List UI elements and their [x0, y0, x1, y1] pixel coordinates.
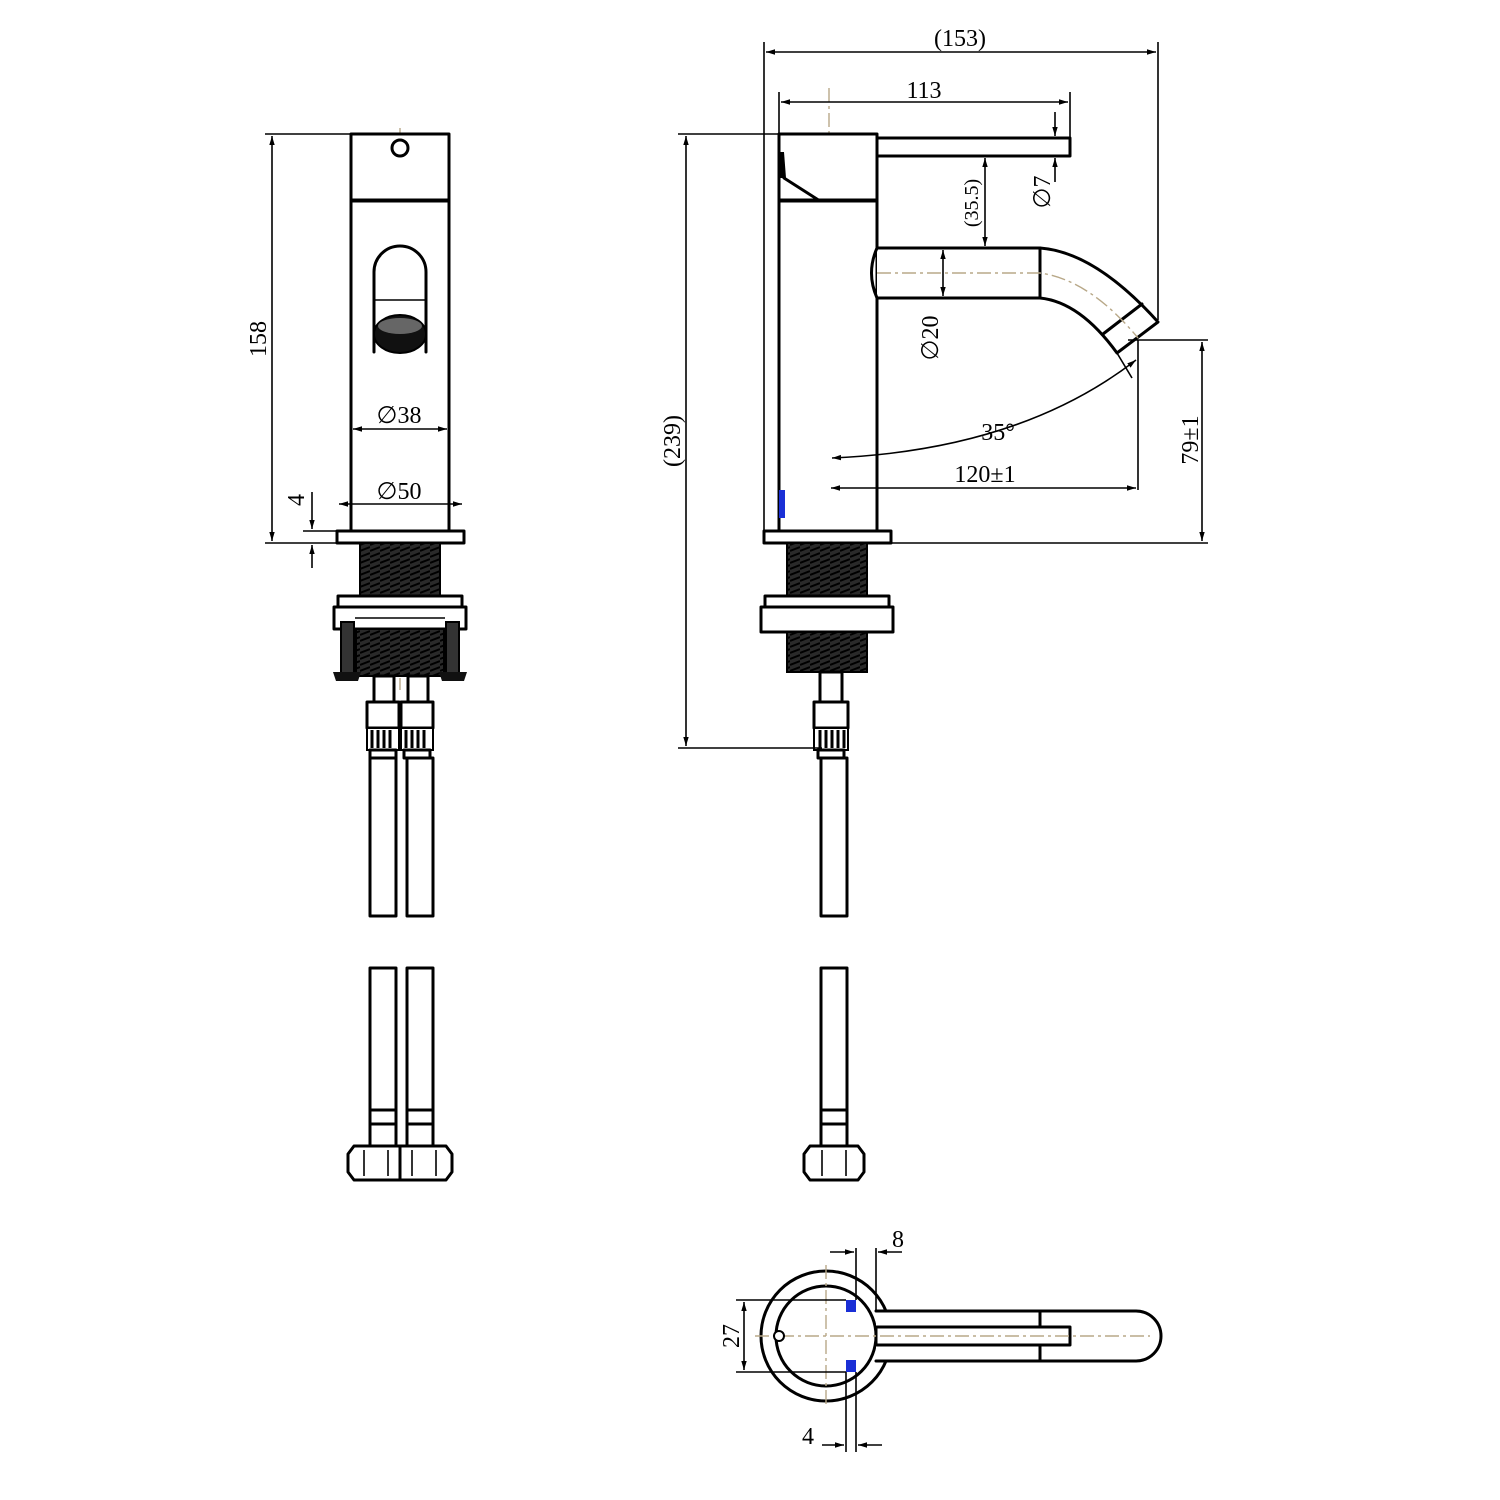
- front-base: [335, 529, 466, 545]
- dim-handle-to-spout: (35.5): [961, 158, 988, 246]
- dim-base-thickness-label: 4: [284, 494, 310, 506]
- dim-spout-height-label: 79±1: [1178, 415, 1204, 464]
- dim-base-diameter-label: ∅50: [377, 479, 422, 505]
- side-clamp-plate: [759, 605, 895, 634]
- dim-spout-angle: 35°: [831, 352, 1137, 461]
- side-shank: [786, 542, 868, 597]
- dim-handle-diameter: ∅7: [1030, 112, 1058, 209]
- side-hose: [802, 670, 866, 1182]
- dim-body-diameter-label: ∅38: [377, 403, 422, 429]
- dim-spout-height: 79±1: [891, 339, 1208, 544]
- blue-marker: [779, 490, 785, 518]
- dim-top-wall: 4: [802, 1372, 882, 1452]
- dim-spout-projection-label: 120±1: [954, 462, 1015, 488]
- front-nut: [355, 628, 445, 677]
- dim-base-thickness: 4: [284, 492, 337, 568]
- side-base: [762, 529, 893, 545]
- side-body: [777, 199, 879, 533]
- side-lever: [875, 136, 1072, 158]
- front-hoses: [346, 674, 454, 1182]
- dim-top-body-width-label: 27: [719, 1324, 745, 1348]
- dim-body-height: 158: [246, 133, 351, 544]
- dim-handle-diameter-label: ∅7: [1030, 176, 1056, 209]
- dim-handle-reach-label: 113: [906, 78, 941, 104]
- front-handle-hole: [390, 138, 410, 158]
- dim-top-body-width: 27: [719, 1299, 846, 1373]
- side-view: (153) 113 ∅7 (35.5) ∅20 (: [660, 26, 1208, 1182]
- top-view: 8 27 4: [719, 1227, 1163, 1452]
- side-cap: [777, 132, 879, 203]
- dim-top-wall-label: 4: [802, 1424, 814, 1450]
- dim-overall-reach: (153): [763, 26, 1159, 531]
- front-shank: [359, 542, 441, 597]
- dim-spout-diameter: ∅20: [918, 250, 946, 361]
- dim-body-height-label: 158: [246, 321, 272, 357]
- front-body: [349, 199, 451, 533]
- side-spout: [875, 246, 1160, 355]
- dim-body-diameter: ∅38: [353, 403, 447, 432]
- dim-spout-angle-label: 35°: [981, 420, 1015, 446]
- dim-overall-reach-label: (153): [934, 26, 986, 52]
- front-spout-opening: [372, 244, 428, 354]
- dim-spout-diameter-label: ∅20: [918, 316, 944, 361]
- dim-spout-projection: 120±1: [831, 340, 1139, 491]
- dim-overall-height-label: (239): [660, 415, 686, 467]
- dim-handle-to-spout-label: (35.5): [961, 179, 983, 227]
- front-view: 158 4 ∅38 ∅50: [246, 128, 468, 1182]
- dim-overall-height: (239): [660, 133, 822, 749]
- dim-top-handle-offset: 8: [830, 1227, 904, 1311]
- dim-base-diameter: ∅50: [339, 479, 462, 507]
- dim-handle-reach: 113: [778, 78, 1071, 138]
- dim-top-handle-offset-label: 8: [892, 1227, 904, 1253]
